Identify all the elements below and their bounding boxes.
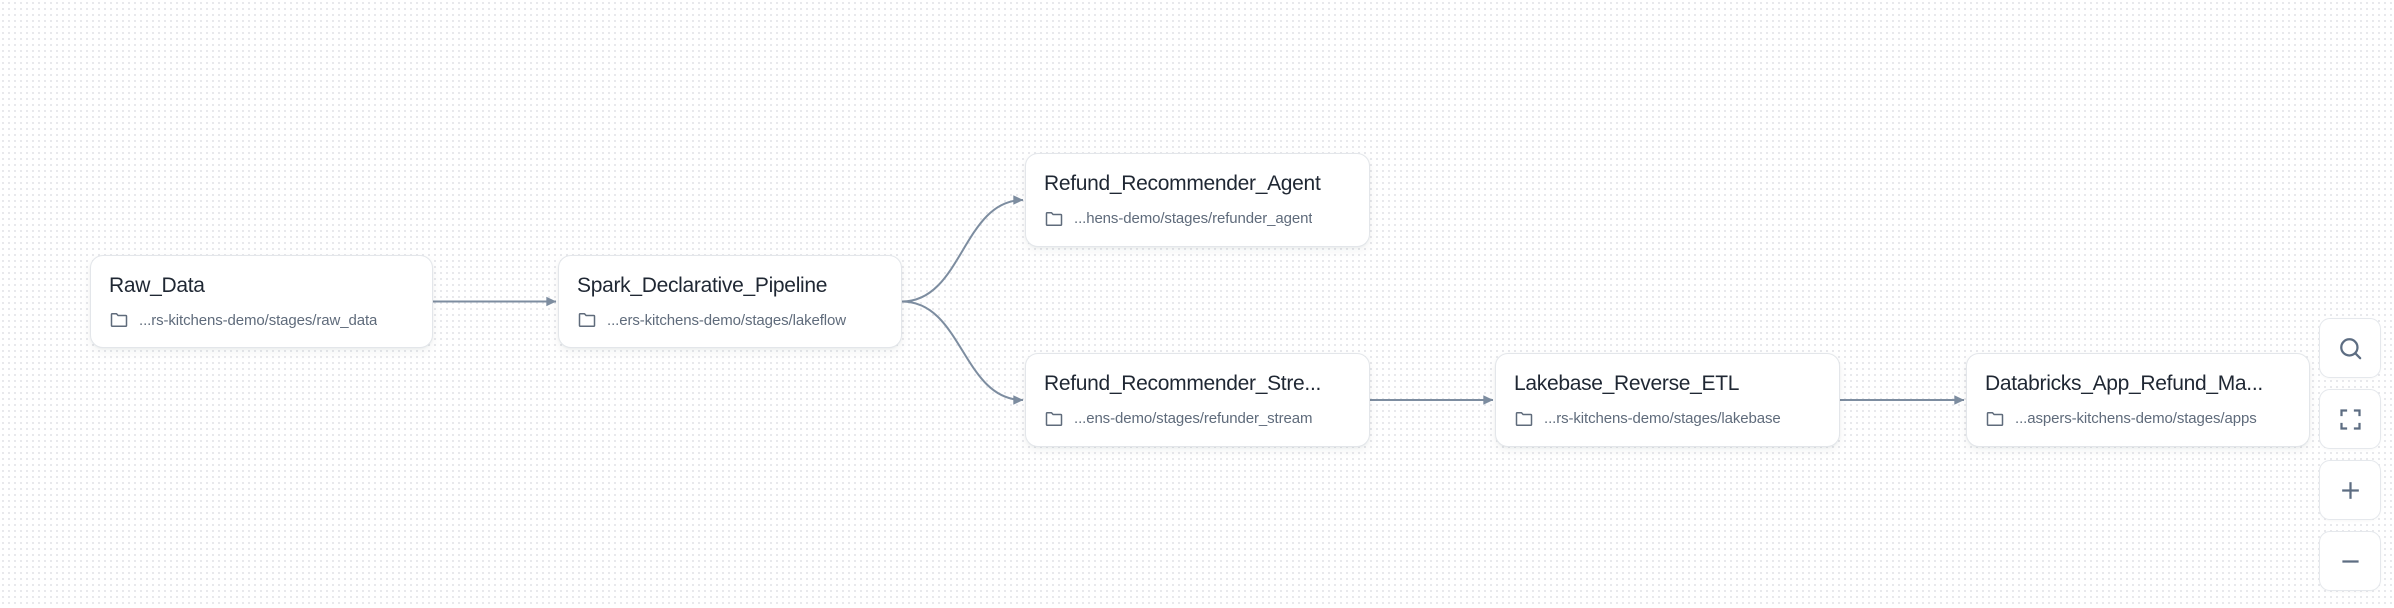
node-spark-declarative-pipeline[interactable]: Spark_Declarative_Pipeline ...ers-kitche… bbox=[558, 255, 902, 348]
folder-icon bbox=[110, 313, 128, 328]
edge-spark_declarative_pipeline-to-refund_recommender_agent[interactable] bbox=[901, 195, 1024, 303]
node-path-row: ...aspers-kitchens-demo/stages/apps bbox=[1985, 409, 2291, 429]
node-path: ...ens-demo/stages/refunder_stream bbox=[1074, 410, 1313, 428]
zoom-out-button[interactable] bbox=[2319, 531, 2381, 591]
folder-icon bbox=[1515, 411, 1533, 426]
node-raw-data[interactable]: Raw_Data ...rs-kitchens-demo/stages/raw_… bbox=[90, 255, 433, 348]
fit-view-icon bbox=[2339, 408, 2361, 430]
fit-view-button[interactable] bbox=[2319, 389, 2381, 449]
node-title: Databricks_App_Refund_Ma... bbox=[1985, 372, 2263, 396]
zoom-in-button[interactable] bbox=[2319, 460, 2381, 520]
node-path-row: ...rs-kitchens-demo/stages/lakebase bbox=[1514, 409, 1821, 429]
plus-icon bbox=[2341, 481, 2359, 499]
node-path-row: ...ers-kitchens-demo/stages/lakeflow bbox=[577, 310, 883, 330]
node-path-row: ...rs-kitchens-demo/stages/raw_data bbox=[109, 310, 414, 330]
node-databricks-app-refund-manager[interactable]: Databricks_App_Refund_Ma... ...aspers-ki… bbox=[1966, 353, 2310, 447]
folder-icon bbox=[1045, 411, 1063, 426]
edge-spark_declarative_pipeline-to-refund_recommender_stream[interactable] bbox=[901, 300, 1024, 405]
node-path: ...hens-demo/stages/refunder_agent bbox=[1074, 210, 1313, 228]
node-title: Refund_Recommender_Stre... bbox=[1044, 372, 1322, 396]
node-path-row: ...ens-demo/stages/refunder_stream bbox=[1044, 409, 1351, 429]
node-refund-recommender-agent[interactable]: Refund_Recommender_Agent ...hens-demo/st… bbox=[1025, 153, 1370, 247]
minus-icon bbox=[2341, 559, 2359, 563]
node-title: Refund_Recommender_Agent bbox=[1044, 172, 1321, 196]
folder-icon bbox=[1045, 211, 1063, 226]
node-path: ...rs-kitchens-demo/stages/raw_data bbox=[139, 311, 378, 329]
node-title: Raw_Data bbox=[109, 273, 205, 297]
node-path: ...rs-kitchens-demo/stages/lakebase bbox=[1544, 410, 1781, 428]
node-title: Spark_Declarative_Pipeline bbox=[577, 273, 828, 297]
node-path-row: ...hens-demo/stages/refunder_agent bbox=[1044, 209, 1351, 229]
node-path: ...ers-kitchens-demo/stages/lakeflow bbox=[607, 311, 847, 329]
canvas-controls bbox=[2319, 318, 2381, 591]
node-title: Lakebase_Reverse_ETL bbox=[1514, 372, 1740, 396]
node-refund-recommender-stream[interactable]: Refund_Recommender_Stre... ...ens-demo/s… bbox=[1025, 353, 1370, 447]
folder-icon bbox=[578, 313, 596, 328]
node-lakebase-reverse-etl[interactable]: Lakebase_Reverse_ETL ...rs-kitchens-demo… bbox=[1495, 353, 1840, 447]
search-button[interactable] bbox=[2319, 318, 2381, 378]
node-path: ...aspers-kitchens-demo/stages/apps bbox=[2015, 410, 2257, 428]
magnifier-icon bbox=[2339, 337, 2361, 359]
folder-icon bbox=[1986, 411, 2004, 426]
